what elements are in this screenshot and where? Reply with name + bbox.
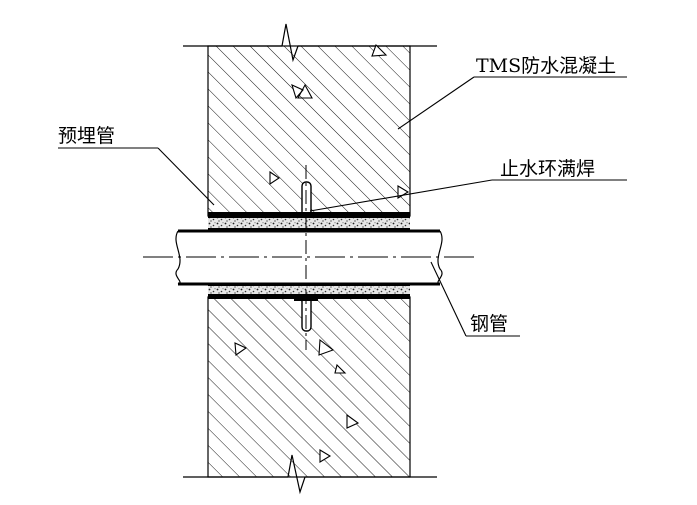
label-steel-pipe: 钢管 bbox=[470, 313, 508, 335]
embedded-sleeve bbox=[208, 212, 410, 299]
label-embedded-pipe: 预埋管 bbox=[58, 125, 115, 147]
break-line-bottom bbox=[183, 454, 437, 495]
aggregate-marks bbox=[234, 44, 410, 463]
leader-lines bbox=[58, 76, 627, 337]
steel-pipe bbox=[143, 229, 476, 286]
break-line-top bbox=[183, 23, 437, 63]
water-stop-ring bbox=[294, 165, 318, 350]
label-water-stop-ring: 止水环满焊 bbox=[500, 158, 595, 180]
label-concrete: TMS防水混凝土 bbox=[476, 55, 616, 77]
